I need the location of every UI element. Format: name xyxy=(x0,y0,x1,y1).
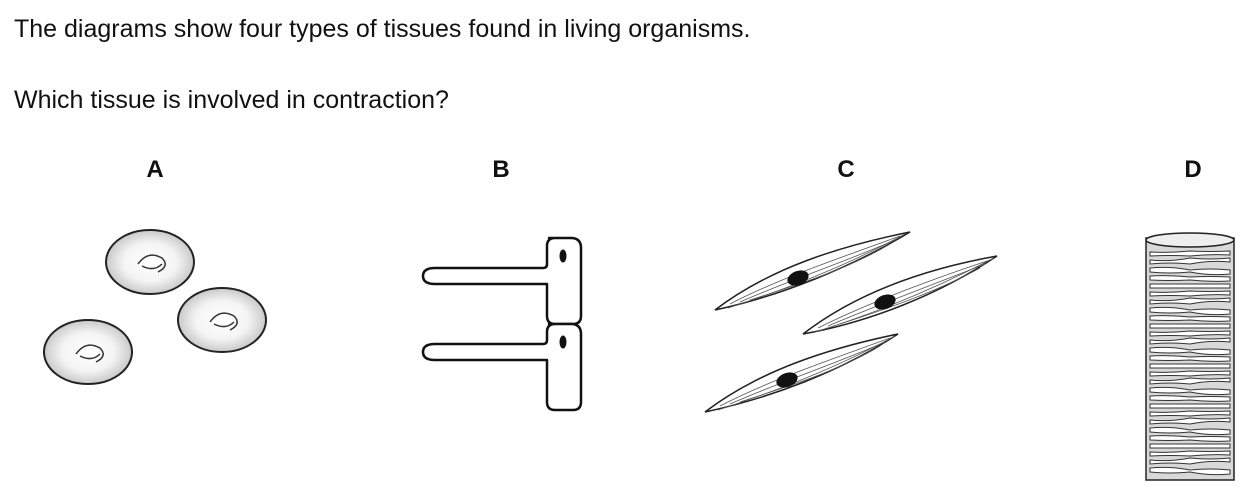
option-a-label[interactable]: A xyxy=(146,156,164,183)
option-c-label[interactable]: C xyxy=(837,156,855,183)
option-d-label[interactable]: D xyxy=(1184,156,1202,183)
red-blood-cells-icon[interactable] xyxy=(38,228,278,388)
option-b-label[interactable]: B xyxy=(492,156,510,183)
question-intro: The diagrams show four types of tissues … xyxy=(14,15,751,43)
root-hair-cells-icon[interactable] xyxy=(415,230,590,415)
xylem-vessel-icon[interactable] xyxy=(1140,228,1240,483)
question-prompt: Which tissue is involved in contraction? xyxy=(14,86,449,114)
smooth-muscle-cells-icon[interactable] xyxy=(700,228,1005,418)
